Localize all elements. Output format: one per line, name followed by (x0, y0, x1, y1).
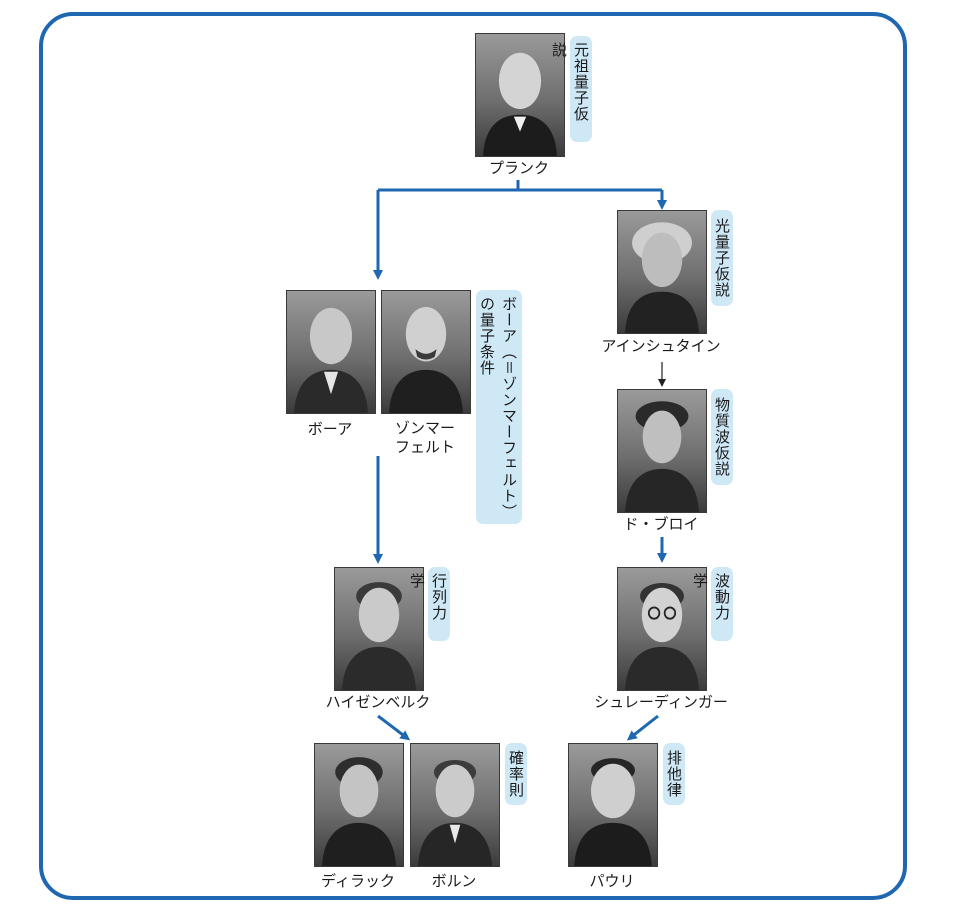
bohr-portrait (286, 290, 376, 414)
schrodinger-contribution-tag: 波動力学 (691, 567, 733, 641)
portrait-silhouette-icon (625, 583, 699, 690)
heisenberg-portrait (334, 567, 424, 691)
pauli-portrait (568, 743, 658, 867)
dirac-portrait (314, 743, 404, 867)
schrodinger-name: シュレーディンガー (594, 693, 728, 711)
arrow-schrodinger-to-pauli (626, 714, 659, 741)
sommerfeld-name-line1: ゾンマー (394, 419, 455, 437)
arrow-heisenberg-to-born (377, 714, 411, 741)
dirac-name: ディラック (321, 872, 395, 890)
portrait-silhouette-icon (322, 757, 396, 866)
portrait-silhouette-icon (625, 401, 699, 512)
bohr-sommerfeld-contribution-tag: ボーア（＝ゾンマーフェルト）の量子条件 (476, 290, 522, 524)
diagram-frame (39, 12, 907, 900)
einstein-contribution-tag: 光量子仮説 (711, 210, 733, 306)
portrait-silhouette-icon (625, 222, 699, 333)
sommerfeld-name-line2: フェルト (394, 438, 455, 456)
sommerfeld-portrait (381, 290, 471, 414)
schrodinger-portrait (617, 567, 707, 691)
pauli-contribution-tag: 排他律 (663, 743, 685, 805)
debroglie-portrait (617, 389, 707, 513)
portrait-silhouette-icon (294, 307, 368, 413)
born-name: ボルン (431, 872, 477, 890)
debroglie-name: ド・ブロイ (623, 515, 699, 533)
born-contribution-tag: 確率則 (505, 743, 527, 805)
einstein-name: アインシュタイン (601, 337, 721, 355)
portrait-silhouette-icon (342, 582, 416, 690)
pauli-name: パウリ (589, 872, 635, 890)
planck-portrait (475, 33, 565, 157)
heisenberg-contribution-tag: 行列力学 (408, 567, 450, 641)
portrait-silhouette-icon (483, 52, 557, 156)
born-portrait (410, 743, 500, 867)
sommerfeld-name: ゾンマー フェルト (381, 419, 469, 457)
einstein-portrait (617, 210, 707, 334)
portrait-silhouette-icon (574, 758, 652, 866)
planck-contribution-tag: 元祖量子仮説 (550, 36, 592, 142)
heisenberg-name: ハイゼンベルク (325, 693, 431, 711)
portrait-silhouette-icon (418, 759, 492, 866)
debroglie-contribution-tag: 物質波仮説 (711, 389, 733, 485)
planck-name: プランク (488, 159, 549, 177)
portrait-silhouette-icon (389, 306, 463, 413)
bohr-name: ボーア (307, 420, 353, 438)
